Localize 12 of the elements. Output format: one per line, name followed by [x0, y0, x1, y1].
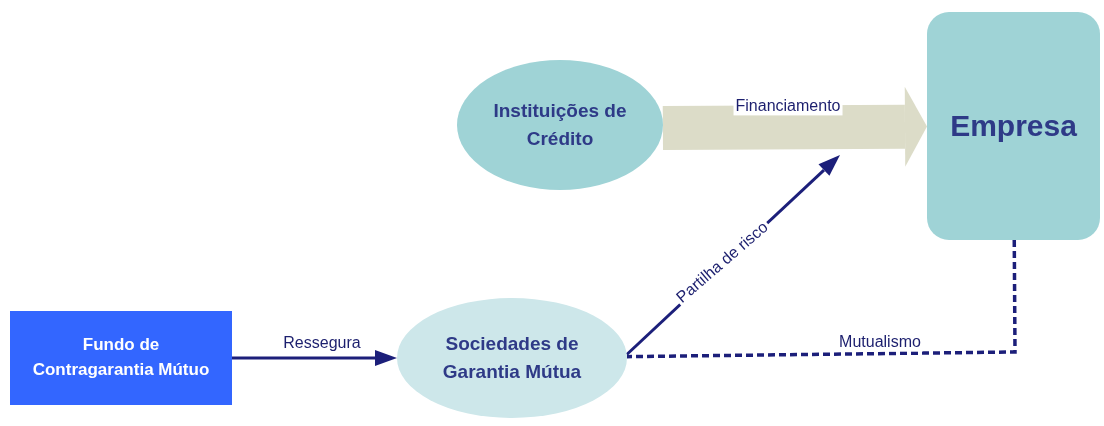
node-label: Empresa [950, 108, 1077, 145]
edge-label: Financiamento [733, 96, 843, 116]
block-arrow [662, 86, 927, 167]
arrow [232, 350, 397, 366]
node-label: Instituições de Crédito [492, 99, 628, 151]
process-box [927, 12, 1100, 240]
process-box [10, 311, 232, 405]
node-label: Fundo de Contragarantia Mútuo [31, 334, 211, 381]
node-label: Sociedades de Garantia Mútua [441, 332, 583, 384]
edge-label: Mutualismo [837, 332, 923, 352]
edge-label: Ressegura [281, 333, 363, 353]
connector-line [626, 240, 1017, 359]
